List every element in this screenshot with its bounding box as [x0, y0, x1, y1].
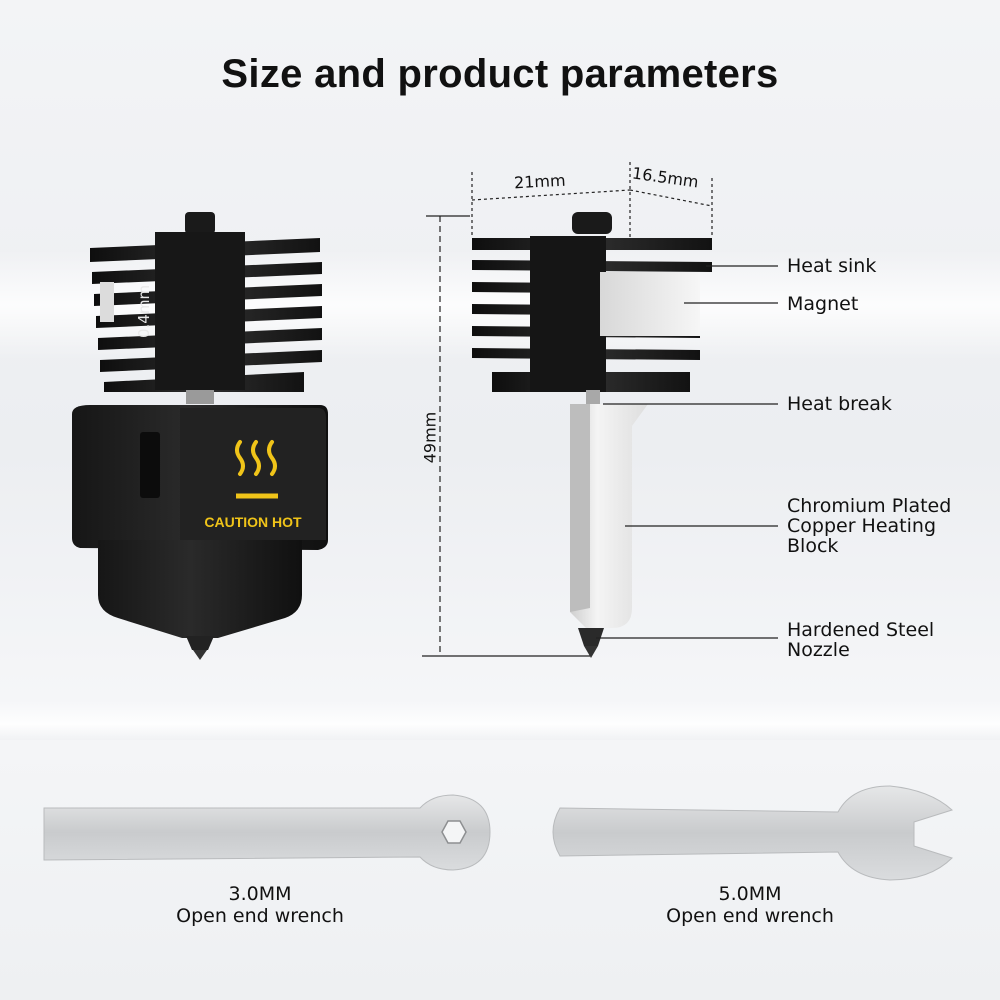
heat-break	[586, 390, 600, 408]
part-label-heat-sink: Heat sink	[787, 255, 877, 277]
filament-inlet	[185, 212, 215, 234]
wrench-3mm	[43, 794, 491, 871]
right-nozzle	[578, 628, 604, 646]
wrench-3mm-size: 3.0MM	[228, 883, 292, 905]
page-title: Size and product parameters	[221, 52, 779, 96]
hex-hole-icon	[441, 820, 467, 844]
part-label-heating-block: Chromium Plated Copper Heating Block	[787, 495, 952, 557]
leader-lines	[596, 265, 778, 639]
right-hotend	[472, 212, 712, 658]
right-heatsink-core	[530, 236, 606, 392]
right-magnet	[600, 272, 700, 336]
wrench-3mm-caption: 3.0MM Open end wrench	[140, 883, 380, 927]
left-magnet	[100, 282, 114, 322]
dimension-lines	[422, 162, 713, 657]
left-hotend: CAUTION HOT 0.4mm	[72, 212, 328, 660]
part-label-heat-break: Heat break	[787, 393, 892, 415]
part-label-nozzle: Hardened Steel Nozzle	[787, 619, 935, 661]
width-dimension: 21mm	[513, 170, 566, 193]
wrench-3mm-name: Open end wrench	[176, 905, 344, 927]
left-nozzle	[186, 636, 214, 650]
sock-slot	[140, 432, 160, 498]
wrench-5mm-size: 5.0MM	[718, 883, 782, 905]
nozzle-size-label: 0.4mm	[135, 285, 153, 338]
background-band-divider	[0, 700, 1000, 740]
part-label-magnet: Magnet	[787, 293, 859, 315]
wrench-5mm-caption: 5.0MM Open end wrench	[630, 883, 870, 927]
wrench-5mm	[552, 785, 953, 881]
height-dimension: 49mm	[420, 411, 440, 464]
heatsink-core	[155, 232, 245, 390]
heat-warning-icon	[235, 440, 278, 499]
wrench-5mm-name: Open end wrench	[666, 905, 834, 927]
warning-text: CAUTION HOT	[204, 514, 302, 530]
